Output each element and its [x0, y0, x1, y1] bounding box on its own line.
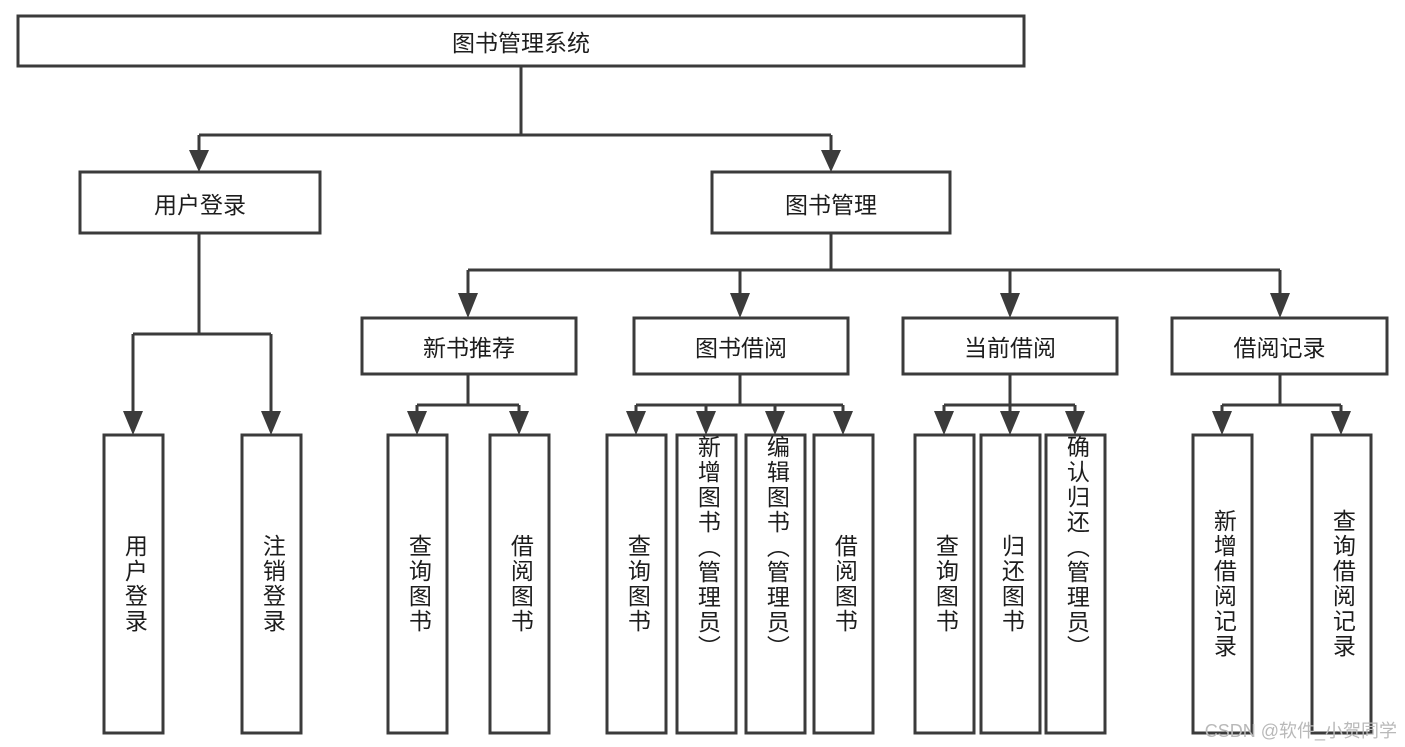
arrow-bb-leaf4: [833, 411, 853, 435]
leaf-box-cb-confirm-return[interactable]: [1044, 433, 1107, 735]
arrow-br-leaf2: [1331, 411, 1351, 435]
leaf-box-br-add-record[interactable]: [1191, 433, 1254, 735]
arrow-bb-leaf2: [696, 411, 716, 435]
arrow-br-leaf1: [1212, 411, 1232, 435]
node-current-borrow[interactable]: [901, 316, 1119, 376]
node-borrow-record[interactable]: [1170, 316, 1389, 376]
arrow-bb-leaf1: [626, 411, 646, 435]
leaf-box-cb-return-book[interactable]: [979, 433, 1042, 735]
arrow-user-login: [189, 150, 209, 172]
node-new-book-recommend[interactable]: [360, 316, 578, 376]
leaf-box-bb-query-book[interactable]: [605, 433, 668, 735]
node-layer: [16, 14, 1389, 735]
leaf-box-user-login[interactable]: [102, 433, 165, 735]
leaf-box-bb-borrow-book[interactable]: [812, 433, 875, 735]
arrow-book-borrow: [730, 293, 750, 318]
leaf-box-logout[interactable]: [240, 433, 303, 735]
leaf-box-br-query-record[interactable]: [1310, 433, 1373, 735]
leaf-box-bb-edit-book[interactable]: [744, 433, 807, 735]
leaf-box-nbr-query-book[interactable]: [386, 433, 449, 735]
arrow-nbr-leaf2: [509, 411, 529, 435]
leaf-box-cb-query-book[interactable]: [913, 433, 976, 735]
leaf-box-bb-add-book[interactable]: [675, 433, 738, 735]
node-book-borrow[interactable]: [632, 316, 850, 376]
arrow-current-borrow: [1000, 293, 1020, 318]
leaf-box-nbr-borrow-book[interactable]: [488, 433, 551, 735]
node-root[interactable]: [16, 14, 1026, 68]
arrow-bb-leaf3: [765, 411, 785, 435]
arrow-cb-leaf1: [934, 411, 954, 435]
arrow-book-manage: [821, 150, 841, 172]
arrow-leaf-user-login: [123, 411, 143, 435]
arrow-nbr-leaf1: [407, 411, 427, 435]
node-user-login[interactable]: [78, 170, 322, 235]
arrow-new-book-recommend: [458, 293, 478, 318]
connector-layer: [123, 66, 1351, 435]
arrow-cb-leaf2: [1000, 411, 1020, 435]
arrow-cb-leaf3: [1065, 411, 1085, 435]
arrow-borrow-record: [1270, 293, 1290, 318]
arrow-leaf-logout: [261, 411, 281, 435]
node-book-manage[interactable]: [710, 170, 952, 235]
